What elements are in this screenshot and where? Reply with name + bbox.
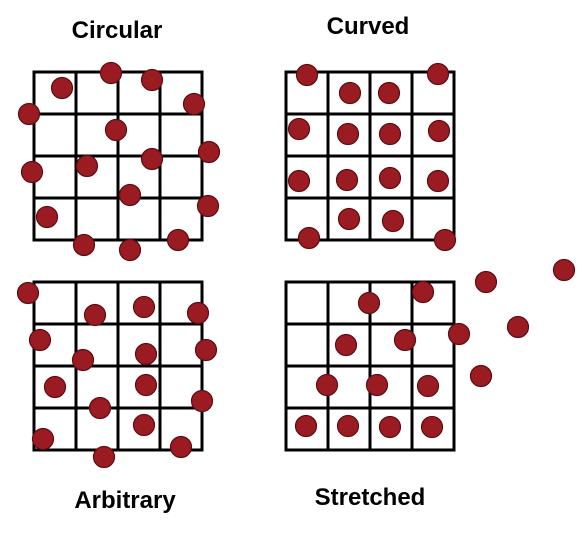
dots-stretched [294,258,576,439]
grid-stretched [284,280,456,452]
panel-title-curved: Curved [327,13,410,40]
sample-dot [16,281,40,305]
sample-dot [426,62,450,86]
sample-dot [169,435,193,459]
sample-dot [469,364,493,388]
sample-dot [334,333,358,357]
sample-dot [335,168,359,192]
sample-dot [104,118,128,142]
sample-dot [118,238,142,262]
sample-dot [88,396,112,420]
sample-dot [83,303,107,327]
sample-dot [17,102,41,126]
sample-dot [182,92,206,116]
sample-dot [447,322,471,346]
sample-dot [336,122,360,146]
dots [16,61,576,469]
sample-dot [315,373,339,397]
sample-dot [297,226,321,250]
sample-dot [196,194,220,218]
sample-dot [287,169,311,193]
sample-dot [99,61,123,85]
sample-dot [411,280,435,304]
sample-dot [381,209,405,233]
sample-dot [378,166,402,190]
sample-dot [416,374,440,398]
sample-dot [427,119,451,143]
sample-dot [50,76,74,100]
sample-dot [378,122,402,146]
sample-dot [20,160,44,184]
grid-curved [284,70,456,242]
sample-dot [365,373,389,397]
sample-dot [134,342,158,366]
sample-dot [140,68,164,92]
sample-dot [166,228,190,252]
sample-dot [92,445,116,469]
panel-title-stretched: Stretched [315,484,426,511]
dots-circular [17,61,221,262]
sample-dot [118,183,142,207]
sample-dot [31,427,55,451]
sample-dot [506,315,530,339]
sample-dot [433,228,457,252]
sample-dot [134,373,158,397]
sample-dot [43,375,67,399]
sample-dot [75,154,99,178]
sample-dot [132,413,156,437]
dots-curved [287,62,457,252]
sample-dot [378,415,402,439]
sample-dot [132,295,156,319]
grid-arbitrary [32,280,204,452]
sample-dot [426,169,450,193]
sample-dot [140,147,164,171]
sample-dot [552,258,576,282]
sample-dot [338,81,362,105]
sample-dot [420,415,444,439]
dots-arbitrary [16,281,218,469]
sample-dot [194,338,218,362]
panel-title-circular: Circular [72,17,163,44]
sample-dot [474,270,498,294]
sample-dot [377,81,401,105]
sample-dot [337,207,361,231]
sample-dot [28,328,52,352]
sample-dot [295,63,319,87]
sample-dot [336,414,360,438]
sample-dot [287,117,311,141]
sample-dot [35,205,59,229]
sample-dot [71,348,95,372]
panel-title-arbitrary: Arbitrary [74,487,176,514]
sample-dot [393,328,417,352]
sample-dot [186,301,210,325]
sample-dot [72,233,96,257]
sample-dot [197,140,221,164]
sample-dot [190,389,214,413]
sample-dot [294,414,318,438]
sample-dot [357,291,381,315]
